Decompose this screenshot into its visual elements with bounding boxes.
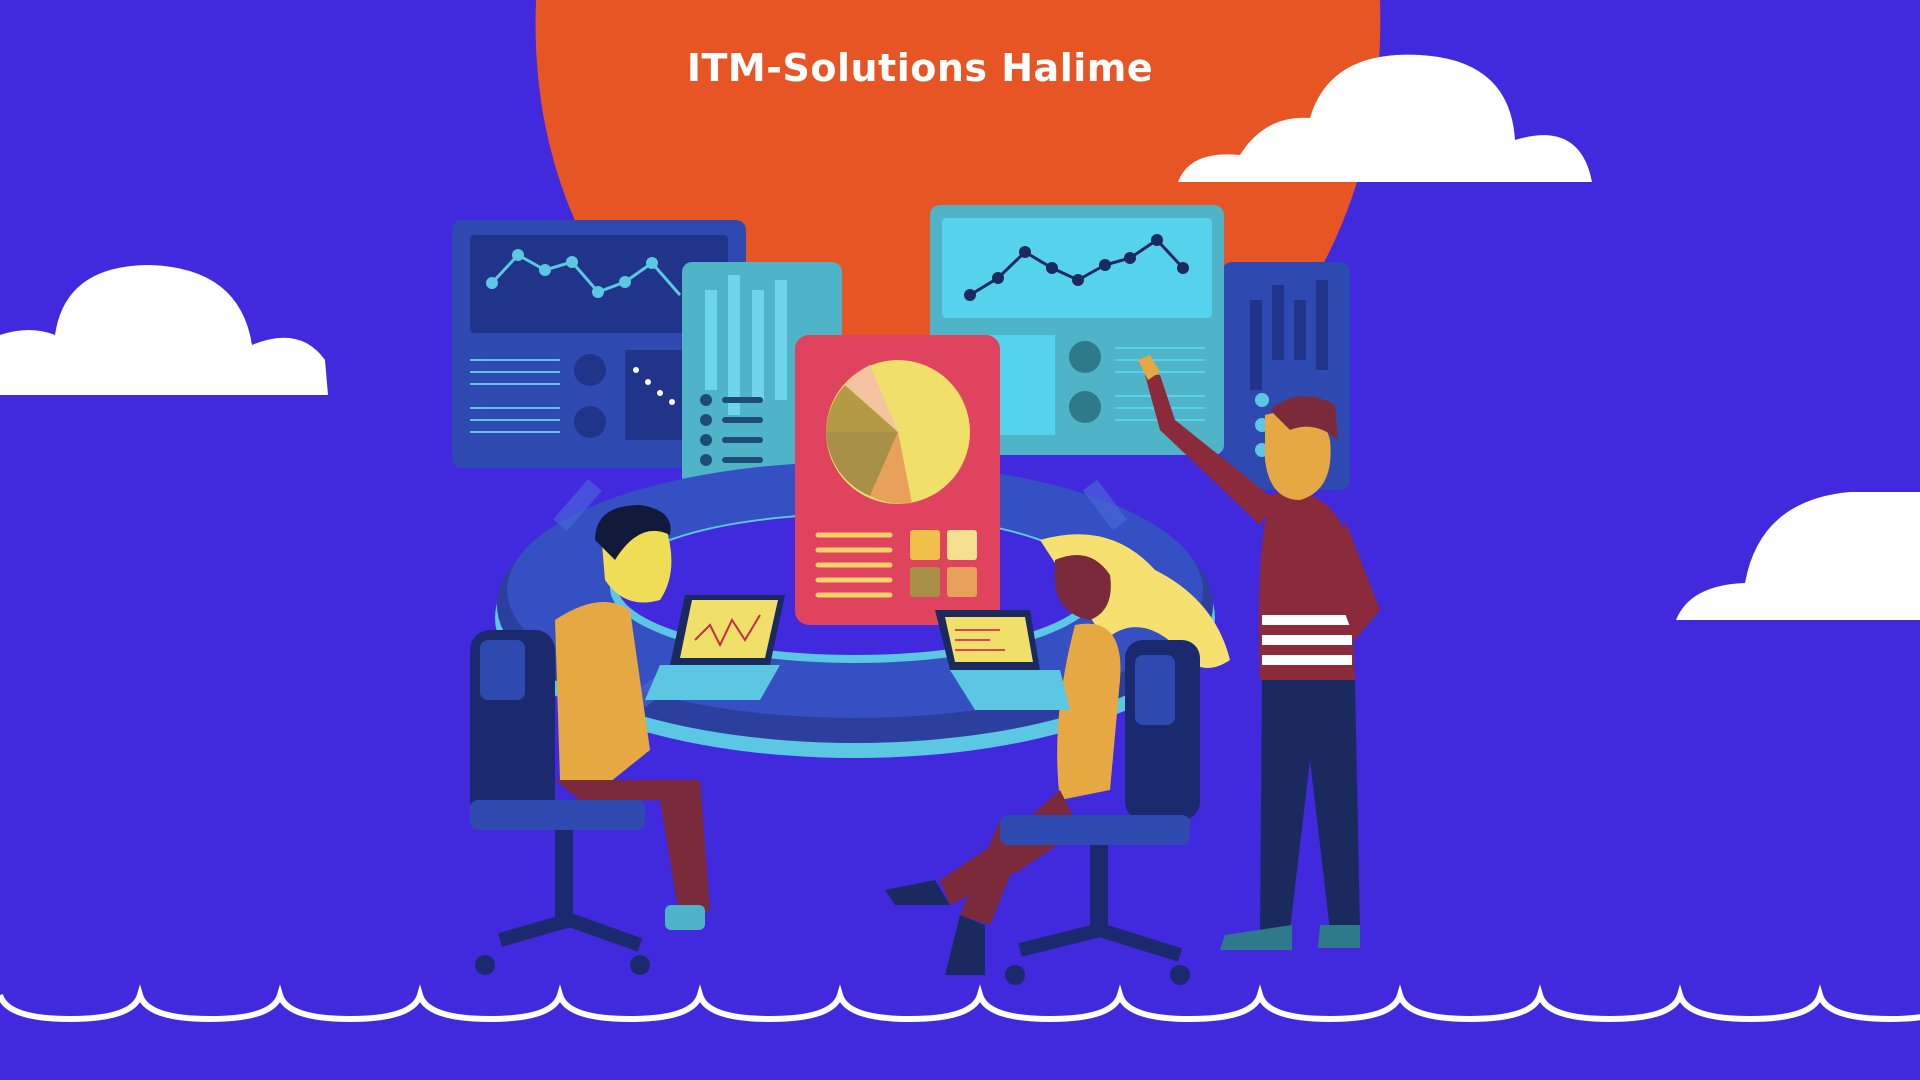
cloud-icon-top-right <box>1178 54 1592 182</box>
dashboard-panel-left <box>452 220 746 468</box>
cloud-icon-right <box>1676 492 1920 620</box>
standing-man <box>1138 355 1380 950</box>
wave-border <box>0 984 1920 1023</box>
seated-woman <box>885 534 1230 985</box>
pie-chart-card <box>795 335 1000 625</box>
brand-title: ITM-Solutions Halime <box>686 46 1154 90</box>
seated-man <box>470 505 785 975</box>
cloud-icon-left <box>0 265 328 395</box>
